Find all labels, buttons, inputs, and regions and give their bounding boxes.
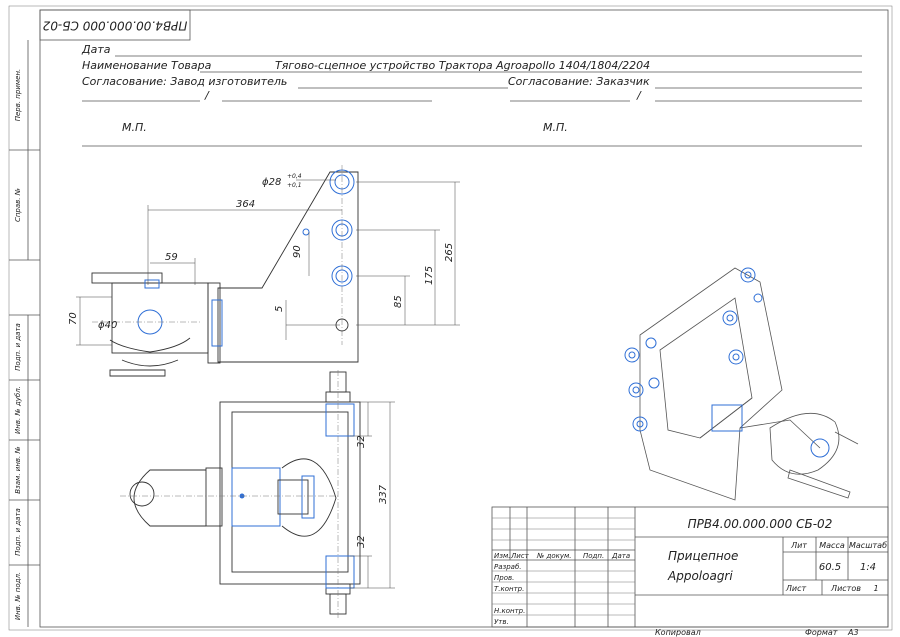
dim-175: 175 xyxy=(424,266,435,285)
approval-form: Дата Наименование Товара Тягово-сцепное … xyxy=(81,43,862,147)
dim-32-bottom: 32 xyxy=(356,535,367,548)
scale-label: Масштаб xyxy=(849,541,887,550)
label-sprav-no: Справ. № xyxy=(14,188,22,222)
copied-label: Копировал xyxy=(655,628,701,637)
dim-90: 90 xyxy=(292,245,303,258)
approval-factory: Согласование: Завод изготовитель xyxy=(82,75,287,88)
rotated-code-box: ПРВ4.00.000.000 СБ-02 xyxy=(39,9,191,41)
dim-32-top: 32 xyxy=(356,435,367,448)
col-sign: Подп. xyxy=(583,552,604,560)
top-view xyxy=(120,370,361,618)
col-doc: № докум. xyxy=(536,552,572,560)
dim-85: 85 xyxy=(393,295,404,308)
side-dimensions: 364 59 ϕ28 +0,4 +0,1 90 265 175 85 5 70 … xyxy=(68,173,460,346)
dim-tol-upper: +0,4 xyxy=(287,173,302,180)
product-name-line1: Прицепное xyxy=(668,549,738,563)
col-date: Дата xyxy=(611,552,630,560)
dim-d28: ϕ28 xyxy=(262,177,281,188)
dim-59: 59 xyxy=(165,252,178,263)
dim-265: 265 xyxy=(444,243,455,262)
outer-frame xyxy=(8,5,893,631)
mass-value: 60.5 xyxy=(819,562,841,573)
label-inv-podl: Инв. № подл. xyxy=(14,572,22,620)
dim-337: 337 xyxy=(378,484,389,504)
dim-tol-lower: +0,1 xyxy=(287,182,302,189)
lit-label: Лит xyxy=(790,541,807,550)
row-prov: Пров. xyxy=(494,574,514,582)
product-label: Наименование Товара xyxy=(82,59,212,72)
approval-customer: Согласование: Заказчик xyxy=(508,75,650,88)
rotated-code-text: ПРВ4.00.000.000 СБ-02 xyxy=(43,19,188,33)
slash-left: / xyxy=(204,89,210,102)
dim-364: 364 xyxy=(236,199,255,210)
scale-value: 1:4 xyxy=(860,562,876,573)
sheets-label: Листов xyxy=(830,584,861,593)
mp-left: М.П. xyxy=(122,121,147,134)
left-margin-strips: Перв. примен. Справ. № Подп. и дата Инв.… xyxy=(9,40,40,627)
top-dimensions: 32 337 32 xyxy=(350,401,395,589)
title-block: ПРВ4.00.000.000 СБ-02 Лит Масса Масштаб … xyxy=(491,506,889,628)
dim-d40: ϕ40 xyxy=(98,320,117,331)
product-name-line2: Appoloagri xyxy=(667,569,733,583)
isometric-view xyxy=(624,267,859,501)
date-label: Дата xyxy=(81,43,111,56)
mp-right: М.П. xyxy=(543,121,568,134)
slash-right: / xyxy=(636,89,642,102)
format-label: Формат xyxy=(805,628,838,637)
label-podp-data-1: Подп. и дата xyxy=(14,323,22,371)
row-razrab: Разраб. xyxy=(494,563,522,571)
label-podp-data-2: Подп. и дата xyxy=(14,508,22,556)
label-inv-dubl: Инв. № дубл. xyxy=(14,386,22,434)
inner-frame xyxy=(39,9,889,628)
sheets-value: 1 xyxy=(873,584,878,593)
row-nkontr: Н.контр. xyxy=(494,607,525,615)
product-value: Тягово-сцепное устройство Трактора Agroa… xyxy=(275,59,650,72)
row-utv: Утв. xyxy=(494,618,509,626)
format-value: A3 xyxy=(847,628,859,637)
label-vzam-inv: Взам. инв. № xyxy=(14,446,22,494)
col-izm: Изм. xyxy=(494,552,510,560)
row-tkontr: Т.контр. xyxy=(494,585,524,593)
sheet-label: Лист xyxy=(785,584,807,593)
title-code: ПРВ4.00.000.000 СБ-02 xyxy=(688,517,833,531)
dim-70: 70 xyxy=(68,312,79,325)
mass-label: Масса xyxy=(819,541,845,550)
label-perv-primen: Перв. примен. xyxy=(14,69,22,122)
iso-bolts xyxy=(624,267,763,432)
side-view xyxy=(91,165,359,377)
dim-5: 5 xyxy=(274,306,285,312)
col-list: Лист xyxy=(510,552,530,560)
